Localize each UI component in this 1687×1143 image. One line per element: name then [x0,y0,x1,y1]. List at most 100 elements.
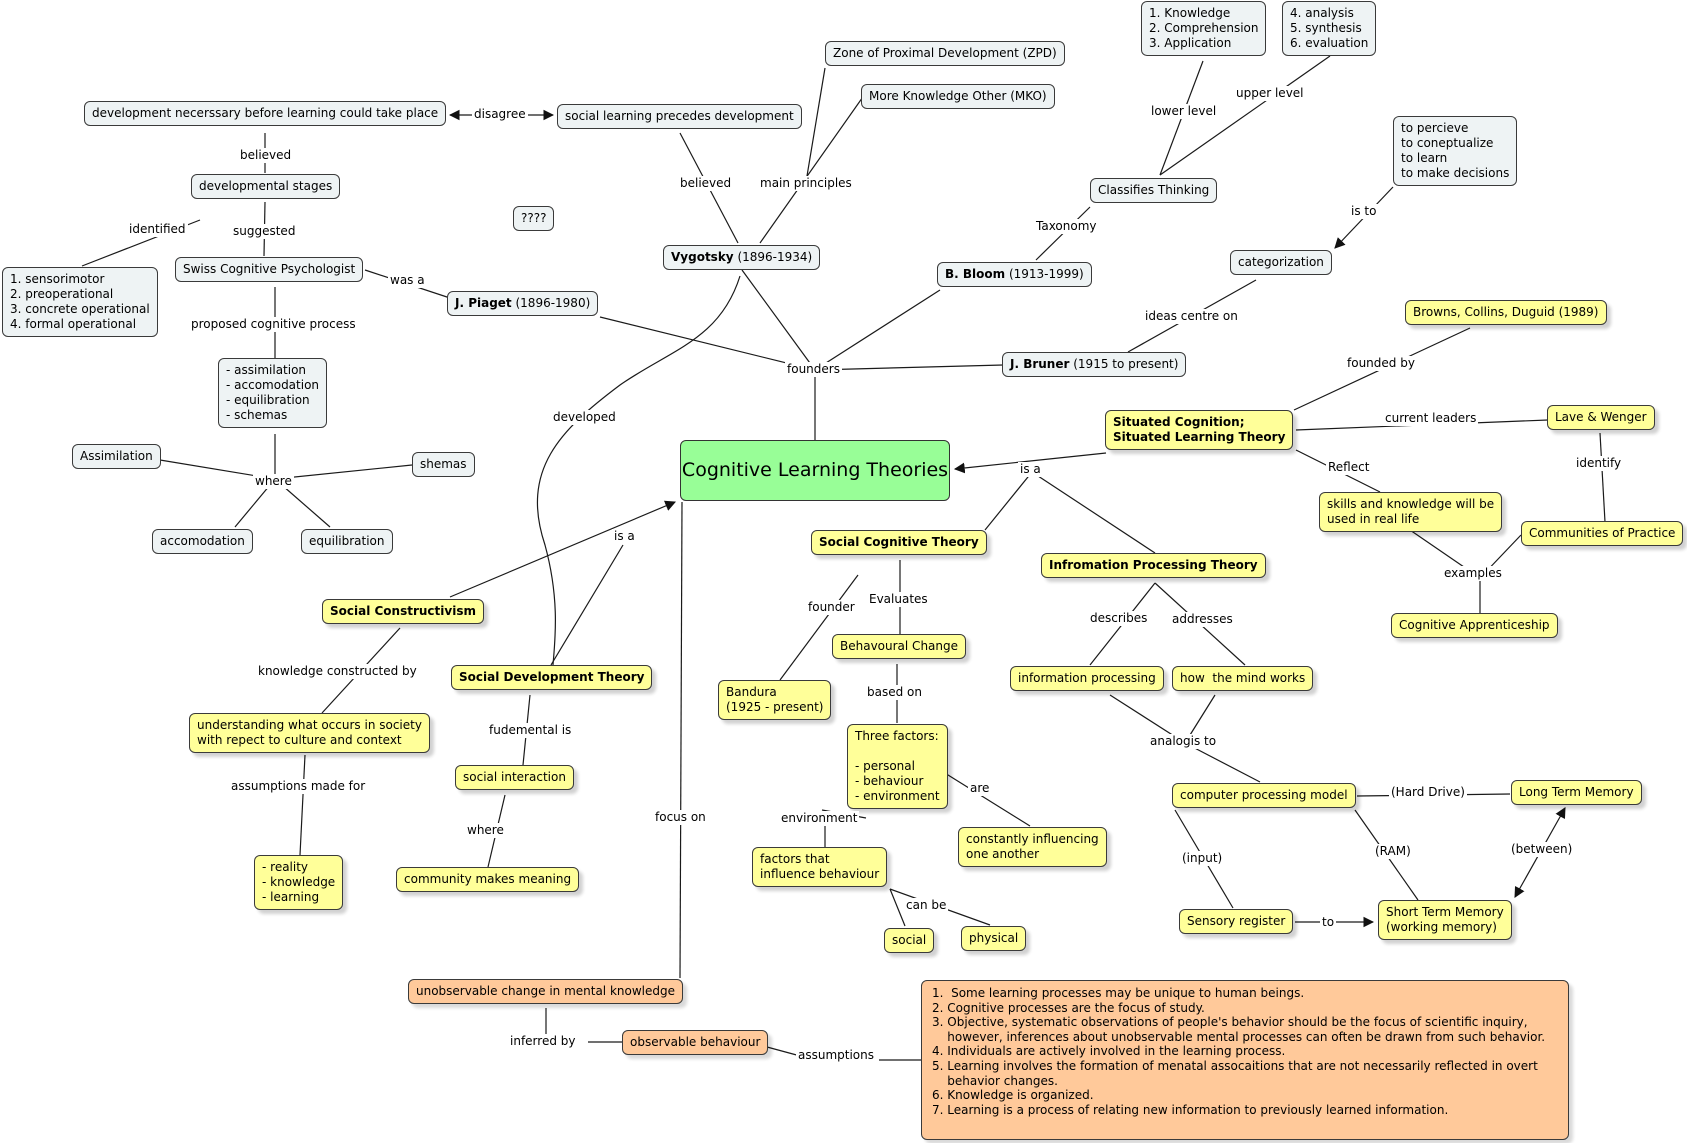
node-lave[interactable]: Lave & Wenger [1547,405,1655,430]
node-factors-influence[interactable]: factors that influence behaviour [752,847,888,887]
node-piaget[interactable]: J. Piaget (1896-1980) [447,291,599,316]
label-founder: founder [806,600,857,615]
node-dev-stages[interactable]: developmental stages [191,174,341,199]
node-accomodation[interactable]: accomodation [152,529,253,554]
node-observable[interactable]: observable behaviour [622,1030,769,1055]
node-equilibration[interactable]: equilibration [301,529,393,554]
label-inferred-by: inferred by [508,1034,578,1049]
label-assumptions: assumptions [796,1048,877,1063]
node-unobservable[interactable]: unobservable change in mental knowledge [408,979,684,1004]
node-bruner[interactable]: J. Bruner (1915 to present) [1002,352,1187,377]
label-is-to: is to [1349,204,1379,219]
node-communities[interactable]: Communities of Practice [1521,521,1684,546]
label-lower-level: lower level [1149,104,1219,119]
label-focus-on: focus on [653,810,708,825]
node-social-interaction[interactable]: social interaction [455,765,574,790]
node-mind-works[interactable]: how the mind works [1172,666,1314,691]
label-can-be: can be [904,898,949,913]
node-three-factors[interactable]: Three factors: - personal - behaviour - … [847,724,948,809]
bruner-name: J. Bruner [1010,357,1070,371]
node-vygotsky[interactable]: Vygotsky (1896-1934) [663,245,821,270]
label-identify: identify [1574,456,1624,471]
node-swiss[interactable]: Swiss Cognitive Psychologist [175,257,364,282]
node-computer-model[interactable]: computer processing model [1172,783,1356,808]
label-evaluates: Evaluates [867,592,930,607]
label-founded-by: founded by [1345,356,1417,371]
node-social[interactable]: social [884,928,935,953]
node-mko[interactable]: More Knowledge Other (MKO) [861,84,1055,109]
node-reality[interactable]: - reality - knowledge - learning [254,855,344,910]
node-question[interactable]: ???? [513,206,555,231]
node-classifies[interactable]: Classifies Thinking [1090,178,1218,203]
label-assumptions-made: assumptions made for [229,779,368,794]
label-is-a-2: is a [612,529,637,544]
label-where-2: where [465,823,506,838]
label-between: (between) [1509,842,1575,857]
node-short-term[interactable]: Short Term Memory (working memory) [1378,900,1512,940]
label-taxonomy: Taxonomy [1034,219,1099,234]
node-physical[interactable]: physical [961,926,1027,951]
node-browns[interactable]: Browns, Collins, Duguid (1989) [1405,300,1607,325]
node-info-processing[interactable]: information processing [1010,666,1164,691]
node-community[interactable]: community makes meaning [396,867,580,892]
label-are: are [968,781,992,796]
label-ideas-centre: ideas centre on [1143,309,1240,324]
vygotsky-years: (1896-1934) [733,250,813,264]
label-input: (input) [1180,851,1225,866]
label-knowledge-constructed: knowledge constructed by [256,664,419,679]
label-believed-1: believed [238,148,294,163]
node-behavioural-change[interactable]: Behavoural Change [832,634,967,659]
node-bruner-goals[interactable]: to percieve to coneptualize to learn to … [1393,116,1518,186]
node-shemas[interactable]: shemas [412,452,475,477]
node-apprenticeship[interactable]: Cognitive Apprenticeship [1391,613,1558,638]
label-environment: environment [779,811,860,826]
label-current-leaders: current leaders [1383,411,1479,426]
node-understanding[interactable]: understanding what occurs in society wit… [189,713,430,753]
node-bloom-lower[interactable]: 1. Knowledge 2. Comprehension 3. Applica… [1141,1,1267,56]
node-situated[interactable]: Situated Cognition; Situated Learning Th… [1105,410,1294,450]
node-zpd[interactable]: Zone of Proximal Development (ZPD) [825,41,1065,66]
node-stages-list[interactable]: 1. sensorimotor 2. preoperational 3. con… [2,267,158,337]
piaget-years: (1896-1980) [511,296,591,310]
node-long-term[interactable]: Long Term Memory [1511,780,1642,805]
label-is-a-1: is a [1018,462,1043,477]
node-constantly[interactable]: constantly influencing one another [958,827,1107,867]
piaget-name: J. Piaget [455,296,512,310]
label-founders: founders [785,362,842,377]
label-proposed: proposed cognitive process [189,317,358,332]
node-social-cognitive[interactable]: Social Cognitive Theory [811,530,987,555]
node-categorization[interactable]: categorization [1230,250,1332,275]
label-examples: examples [1442,566,1504,581]
node-assumptions-list[interactable]: 1. Some learning processes may be unique… [921,980,1569,1140]
node-sensory[interactable]: Sensory register [1179,909,1294,934]
bloom-years: (1913-1999) [1005,267,1084,281]
label-developed: developed [551,410,618,425]
node-cog-process[interactable]: - assimilation - accomodation - equilibr… [218,358,328,428]
node-assimilation[interactable]: Assimilation [72,444,161,469]
node-info-processing-theory[interactable]: Infromation Processing Theory [1041,553,1266,578]
center-node[interactable]: Cognitive Learning Theories [680,440,950,501]
node-bandura[interactable]: Bandura (1925 - present) [718,680,832,720]
label-believed-2: believed [678,176,734,191]
node-social-constructivism[interactable]: Social Constructivism [322,599,484,624]
label-main-principles: main principles [758,176,854,191]
label-ram: (RAM) [1373,844,1413,859]
node-dev-necessary[interactable]: development necerssary before learning c… [84,101,447,126]
node-bloom-upper[interactable]: 4. analysis 5. synthesis 6. evaluation [1282,1,1377,56]
label-analogis: analogis to [1148,734,1219,749]
bloom-name: B. Bloom [945,267,1006,281]
label-describes: describes [1088,611,1150,626]
label-where-1: where [253,474,294,489]
node-social-development[interactable]: Social Development Theory [451,665,653,690]
label-upper-level: upper level [1234,86,1306,101]
label-based-on: based on [865,685,924,700]
label-fundemental: fudemental is [487,723,574,738]
node-skills[interactable]: skills and knowledge will be used in rea… [1319,492,1503,532]
node-bloom[interactable]: B. Bloom (1913-1999) [937,262,1092,287]
bruner-years: (1915 to present) [1069,357,1179,371]
label-reflect: Reflect [1326,460,1372,475]
label-identified: identified [127,222,188,237]
node-social-precedes[interactable]: social learning precedes development [557,104,802,129]
label-hard-drive: (Hard Drive) [1389,785,1467,800]
label-was-a: was a [388,273,427,288]
